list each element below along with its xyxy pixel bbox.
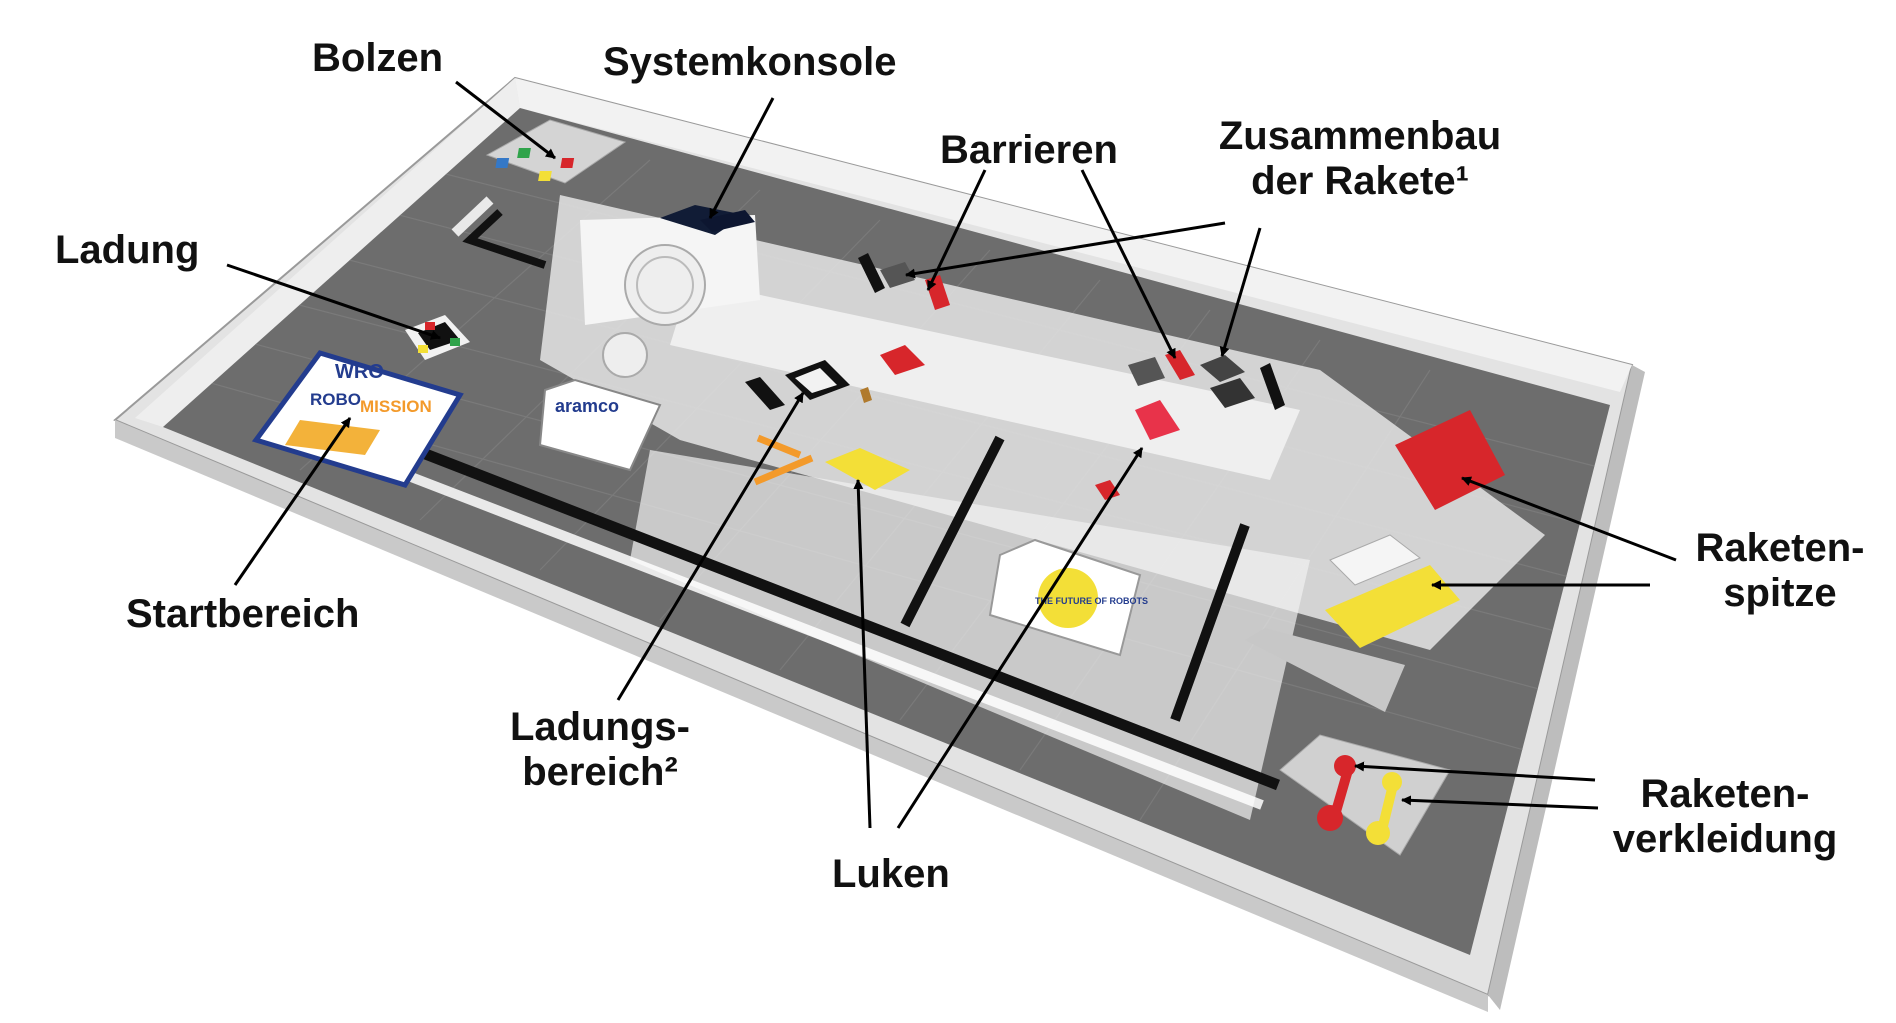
system-console [602, 205, 755, 378]
bolts-area [485, 119, 627, 184]
future-of-robots-text: THE FUTURE OF ROBOTS [1035, 596, 1148, 606]
label-bolzen: Bolzen [312, 36, 444, 80]
arrow-systemkonsole [708, 97, 775, 219]
arrow-raketenverkleidung-2 [1401, 795, 1599, 810]
label-zusammenbau-line1: Zusammenbau [1218, 114, 1502, 158]
arrow-barrieren-2 [1080, 169, 1177, 359]
label-raketenspitze-line1: Raketen- [1695, 526, 1865, 570]
label-ladungsbereich-line1: Ladungs- [510, 705, 690, 749]
rocket-assembly [1200, 355, 1285, 410]
label-raketenspitze-line2: spitze [1723, 570, 1837, 615]
label-zusammenbau: Zusammenbau der Rakete¹ [1200, 114, 1520, 204]
label-systemkonsole: Systemkonsole [603, 40, 897, 84]
label-ladungsbereich-line2: bereich² [522, 749, 678, 794]
field-mat [163, 108, 1610, 955]
label-startbereich: Startbereich [126, 592, 360, 636]
arrow-raketenspitze-1 [1461, 476, 1677, 562]
arrow-startbereich [233, 417, 352, 586]
label-ladung: Ladung [55, 228, 200, 272]
label-raketenverkleidung-line2: verkleidung [1612, 816, 1838, 861]
aramco-text: aramco [555, 396, 619, 416]
arrow-raketenverkleidung-1 [1354, 761, 1596, 782]
annotation-arrows [226, 80, 1677, 829]
arrow-luken-2 [896, 447, 1144, 829]
arrow-zusammenbau-2 [1219, 227, 1262, 357]
label-raketenverkleidung-line1: Raketen- [1640, 772, 1810, 816]
mission-text: MISSION [360, 397, 432, 416]
label-ladungsbereich: Ladungs- bereich² [470, 705, 730, 795]
arrow-ladungsbereich [616, 392, 805, 701]
grey-block [1245, 628, 1405, 712]
wro-logo-text: WRO [335, 361, 384, 383]
robo-text: ROBO [310, 390, 361, 409]
rocket-fairing [1279, 734, 1451, 856]
label-raketenverkleidung: Raketen- verkleidung [1575, 772, 1875, 862]
markers [753, 345, 1180, 500]
cargo-area [745, 360, 872, 410]
arrow-bolzen [455, 80, 556, 160]
arrow-ladung [226, 263, 441, 340]
arrow-zusammenbau-1 [905, 221, 1226, 279]
black-lines [408, 209, 1280, 791]
label-zusammenbau-line2: der Rakete¹ [1251, 158, 1469, 203]
white-lines [391, 196, 1264, 810]
start-area-sign: WRO ROBO MISSION [251, 350, 464, 488]
label-luken: Luken [832, 852, 950, 896]
label-barrieren: Barrieren [940, 128, 1118, 172]
sponsor-sign: aramco [538, 378, 662, 472]
label-raketenspitze: Raketen- spitze [1680, 526, 1880, 616]
arrow-luken-1 [853, 479, 872, 829]
